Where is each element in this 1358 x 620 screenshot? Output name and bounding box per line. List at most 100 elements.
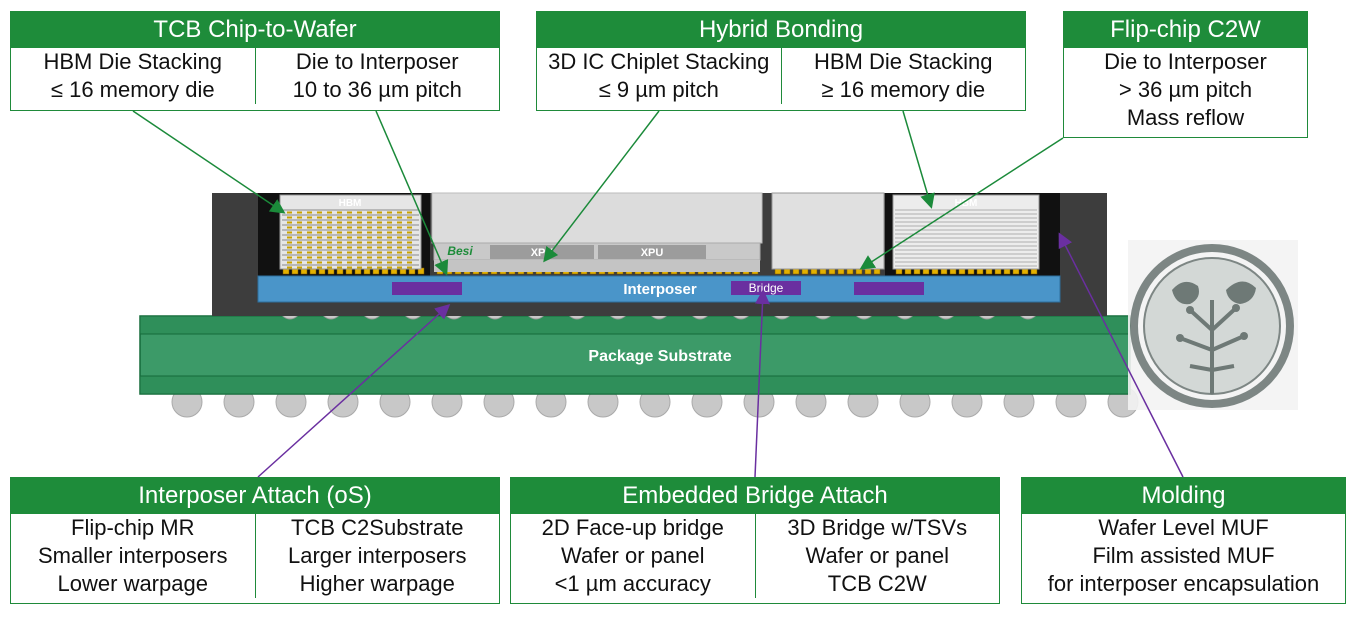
hbm-bump: [377, 211, 382, 214]
micro-bump: [1030, 267, 1038, 275]
c4-pad: [447, 298, 461, 303]
hbm-bump: [397, 251, 402, 254]
bga-ball: [587, 386, 619, 418]
hbm-bump: [337, 236, 342, 239]
c4-pad: [734, 298, 748, 303]
interposer-attach-col-mr: Flip-chip MR Smaller interposers Lower w…: [11, 514, 255, 598]
flipchip-line: Die to Interposer: [1104, 49, 1267, 74]
interposer: Interposer Bridge: [257, 275, 1061, 303]
micro-bump: [535, 267, 543, 275]
micro-bump: [904, 267, 912, 275]
hbm-bump: [377, 251, 382, 254]
hbm-bump: [347, 226, 352, 229]
micro-bump: [318, 267, 326, 275]
micro-bump: [967, 267, 975, 275]
flipchip-callout: Flip-chip C2W Die to Interposer > 36 µm …: [1063, 11, 1308, 138]
tcb-col-interposer: Die to Interposer 10 to 36 µm pitch: [254, 48, 500, 104]
die-block: [771, 192, 885, 270]
c4-pad: [1021, 298, 1035, 303]
ba-line: <1 µm accuracy: [554, 571, 711, 596]
hbm-bump: [297, 246, 302, 249]
hybrid-line: ≥ 16 memory die: [821, 77, 986, 102]
c4-pad: [529, 298, 543, 303]
ba-line: 3D Bridge w/TSVs: [787, 515, 968, 540]
micro-bump: [751, 267, 759, 275]
hbm-bump: [307, 266, 312, 269]
bga-ball: [899, 386, 931, 418]
micro-bump: [499, 267, 507, 275]
hbm-bump: [377, 256, 382, 259]
molding-col: Wafer Level MUF Film assisted MUF for in…: [1022, 514, 1345, 598]
ia-line: Lower warpage: [57, 571, 208, 596]
hbm-bump: [307, 211, 312, 214]
micro-bump: [733, 267, 741, 275]
hbm-bump: [377, 221, 382, 224]
hbm-bump: [397, 241, 402, 244]
c4-bump: [894, 298, 916, 320]
bga-ball: [431, 386, 463, 418]
hbm-bump: [307, 256, 312, 259]
hbm-bump: [327, 236, 332, 239]
hbm-bump: [307, 236, 312, 239]
c4-pad: [939, 298, 953, 303]
micro-bump: [783, 267, 791, 275]
c4-pad: [488, 298, 502, 303]
micro-bump: [1021, 267, 1029, 275]
micro-bump: [958, 267, 966, 275]
hbm-bump: [297, 266, 302, 269]
micro-bump: [436, 267, 444, 275]
micro-bump: [864, 267, 872, 275]
micro-bump: [616, 267, 624, 275]
micro-bump: [372, 267, 380, 275]
bridge-label: Bridge: [749, 281, 784, 295]
hbm-bump: [297, 236, 302, 239]
hbm-bump: [407, 231, 412, 234]
micro-bump: [949, 267, 957, 275]
micro-bump: [291, 267, 299, 275]
micro-bump: [742, 267, 750, 275]
molding-title: Molding: [1022, 478, 1345, 514]
interposer-attach-title: Interposer Attach (oS): [11, 478, 499, 514]
micro-bump: [481, 267, 489, 275]
hbm-bump: [387, 251, 392, 254]
micro-bump: [895, 267, 903, 275]
hbm-bump: [297, 241, 302, 244]
c4-pad: [652, 298, 666, 303]
hbm-bump: [377, 216, 382, 219]
micro-bump: [828, 267, 836, 275]
micro-bump: [309, 267, 317, 275]
micro-bump: [526, 267, 534, 275]
hbm-bump: [357, 266, 362, 269]
hbm-bump: [397, 221, 402, 224]
bga-ball: [379, 386, 411, 418]
hbm-bump: [317, 241, 322, 244]
hbm-stack-left: HBM: [279, 194, 422, 270]
hbm-bump: [287, 226, 292, 229]
micro-bump: [589, 267, 597, 275]
hbm-bump: [337, 251, 342, 254]
micro-bump: [724, 267, 732, 275]
tcb-col-hbm: HBM Die Stacking ≤ 16 memory die: [11, 48, 255, 104]
micro-bump: [490, 267, 498, 275]
flipchip-line: Mass reflow: [1126, 105, 1245, 130]
micro-bump: [345, 267, 353, 275]
micro-bump: [940, 267, 948, 275]
hbm-bump: [287, 266, 292, 269]
micro-bump: [472, 267, 480, 275]
micro-bump: [1012, 267, 1020, 275]
bga-ball: [171, 386, 203, 418]
micro-bump: [544, 267, 552, 275]
hbm-bump: [347, 216, 352, 219]
bga-ball: [1055, 386, 1087, 418]
bga-ball: [795, 386, 827, 418]
ba-line: Wafer or panel: [561, 543, 705, 568]
c4-bump: [443, 298, 465, 320]
hbm-bump: [387, 211, 392, 214]
c4-bump: [1017, 298, 1039, 320]
tcb-line: 10 to 36 µm pitch: [292, 77, 462, 102]
hbm-bump: [347, 256, 352, 259]
hbm-bump: [327, 231, 332, 234]
c4-bump: [484, 298, 506, 320]
ia-line: Flip-chip MR: [71, 515, 195, 540]
hbm-bump: [367, 266, 372, 269]
